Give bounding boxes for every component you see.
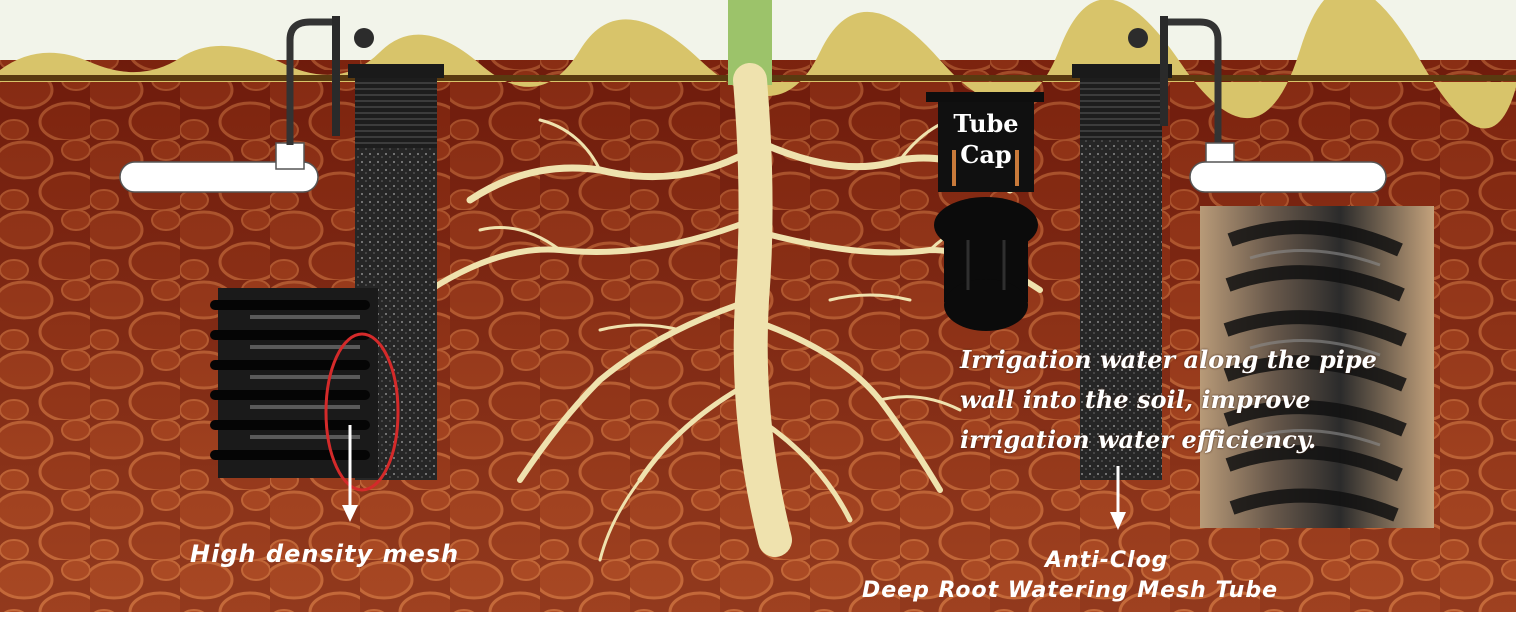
irrigation-note: Irrigation water along the pipe wall int… [960,340,1377,460]
dripper-right [1128,28,1148,48]
irrigation-note-line3: irrigation water efficiency. [960,420,1377,460]
tube-cap-label-line2: Cap [938,139,1034,170]
irrigation-note-line2: wall into the soil, improve [960,380,1377,420]
high-density-mesh-closeup [210,288,378,478]
anti-clog-label: Anti-Clog [1045,548,1168,573]
tube-cap-label-line1: Tube [938,108,1034,139]
irrigation-note-line1: Irrigation water along the pipe [960,340,1377,380]
dripper-left [354,28,374,48]
tube-cap-label: Tube Cap [938,108,1034,170]
product-name-label: Deep Root Watering Mesh Tube [862,578,1278,603]
high-density-mesh-label: High density mesh [190,540,459,568]
